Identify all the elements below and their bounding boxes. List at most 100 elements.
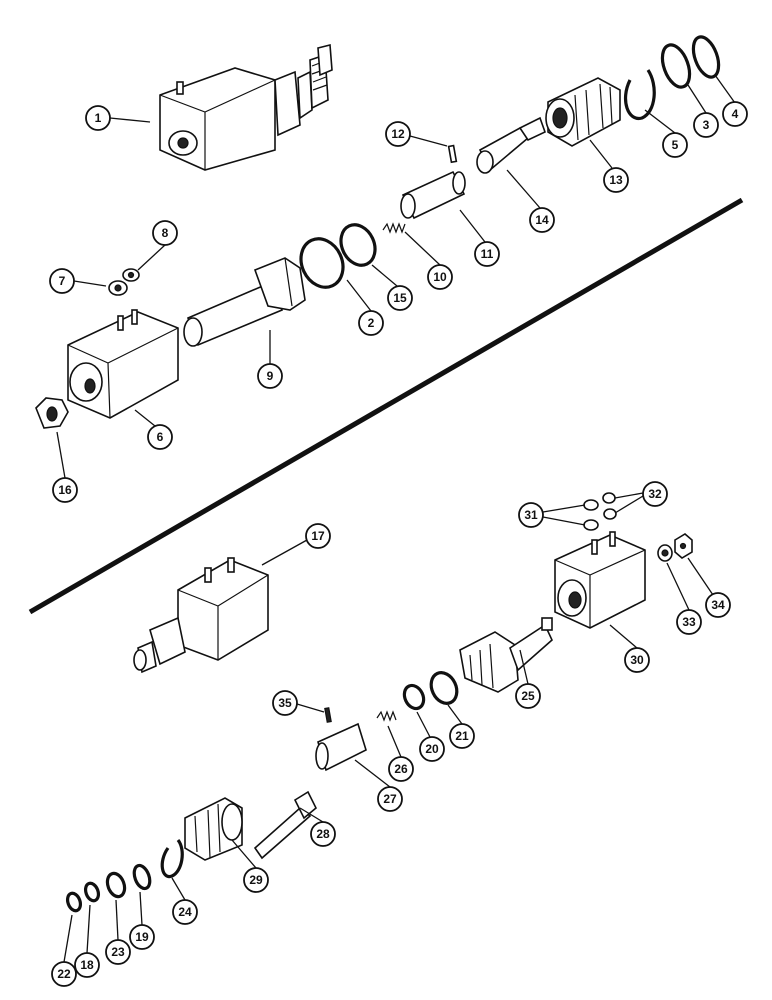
callout-31: 31	[518, 502, 544, 528]
svg-text:6: 6	[157, 430, 164, 444]
svg-text:32: 32	[648, 487, 662, 501]
callout-32: 32	[642, 481, 668, 507]
svg-text:4: 4	[732, 107, 739, 121]
callout-13: 13	[603, 167, 629, 193]
solenoid-valve-assembly-lower-part	[133, 557, 269, 674]
o-ring-2-part	[299, 237, 345, 289]
svg-text:5: 5	[672, 138, 679, 152]
nut-33-part	[657, 544, 673, 562]
svg-text:13: 13	[609, 173, 623, 187]
svg-text:20: 20	[425, 742, 439, 756]
callout-17: 17	[305, 523, 331, 549]
o-ring-21-part	[429, 671, 459, 705]
callout-14: 14	[529, 207, 555, 233]
svg-text:26: 26	[394, 762, 408, 776]
o-ring-18-part	[83, 881, 101, 903]
callout-7: 7	[49, 268, 75, 294]
tube-lower-part	[459, 617, 553, 693]
pin-12-part	[447, 144, 458, 164]
svg-text:23: 23	[111, 945, 125, 959]
callout-29: 29	[243, 867, 269, 893]
svg-text:7: 7	[59, 274, 66, 288]
callout-5: 5	[662, 132, 688, 158]
svg-text:3: 3	[703, 118, 710, 132]
nut-32-upper-part	[602, 492, 616, 504]
callout-20: 20	[419, 736, 445, 762]
callout-9: 9	[257, 363, 283, 389]
plunger-lower-part	[315, 722, 367, 772]
nut-31-upper-part	[583, 499, 599, 511]
svg-text:12: 12	[391, 127, 405, 141]
spool-body-part	[545, 77, 621, 147]
callout-26: 26	[388, 756, 414, 782]
svg-text:14: 14	[535, 213, 549, 227]
solenoid-valve-assembly-part	[159, 43, 333, 171]
svg-text:28: 28	[316, 827, 330, 841]
plunger-part	[400, 170, 466, 220]
callout-3: 3	[693, 112, 719, 138]
svg-text:8: 8	[162, 226, 169, 240]
spring-10-part	[382, 222, 406, 234]
spring-26-part	[376, 710, 397, 722]
svg-text:34: 34	[711, 598, 725, 612]
coil-lower-part	[554, 531, 646, 629]
o-ring-4-part	[691, 35, 721, 79]
leader-lines	[56, 74, 736, 963]
svg-text:27: 27	[383, 792, 397, 806]
svg-text:21: 21	[455, 729, 469, 743]
svg-text:19: 19	[135, 930, 149, 944]
callout-15: 15	[387, 285, 413, 311]
callout-16: 16	[52, 477, 78, 503]
svg-text:35: 35	[278, 696, 292, 710]
callout-28: 28	[310, 821, 336, 847]
svg-text:2: 2	[368, 316, 375, 330]
nut-8-part	[122, 268, 140, 282]
callout-27: 27	[377, 786, 403, 812]
nut-32-lower-part	[603, 508, 617, 520]
callout-12: 12	[385, 121, 411, 147]
svg-text:9: 9	[267, 369, 274, 383]
callout-10: 10	[427, 264, 453, 290]
poppet-lower-part	[253, 790, 317, 860]
snap-ring-24-part	[160, 839, 184, 879]
spool-body-lower-part	[184, 797, 243, 861]
backup-ring-3-part	[660, 43, 692, 89]
callout-6: 6	[147, 424, 173, 450]
svg-text:24: 24	[178, 905, 192, 919]
callout-11: 11	[474, 241, 500, 267]
nut-7-part	[108, 280, 128, 296]
callout-8: 8	[152, 220, 178, 246]
callout-4: 4	[722, 101, 748, 127]
backup-ring-22-part	[65, 891, 83, 913]
callout-33: 33	[676, 609, 702, 635]
o-ring-15-part	[339, 223, 377, 267]
snap-ring-5-part	[624, 69, 656, 120]
callout-22: 22	[51, 961, 77, 987]
pin-35-part	[324, 707, 332, 723]
callout-21: 21	[449, 723, 475, 749]
callout-2: 2	[358, 310, 384, 336]
callout-23: 23	[105, 939, 131, 965]
o-ring-23-part	[105, 871, 127, 899]
backup-ring-19-part	[132, 863, 152, 891]
section-divider-line	[28, 197, 744, 615]
nut-16-part	[35, 397, 69, 429]
callout-34: 34	[705, 592, 731, 618]
o-ring-20-part	[402, 683, 426, 711]
svg-text:16: 16	[58, 483, 72, 497]
svg-text:25: 25	[521, 689, 535, 703]
svg-text:33: 33	[682, 615, 696, 629]
svg-text:29: 29	[249, 873, 263, 887]
callout-24: 24	[172, 899, 198, 925]
nut-34-part	[674, 533, 693, 559]
svg-text:17: 17	[311, 529, 325, 543]
callout-30: 30	[624, 647, 650, 673]
callout-19: 19	[129, 924, 155, 950]
svg-text:30: 30	[630, 653, 644, 667]
callout-1: 1	[85, 105, 111, 131]
callout-18: 18	[74, 952, 100, 978]
svg-text:18: 18	[80, 958, 94, 972]
svg-text:22: 22	[57, 967, 71, 981]
svg-text:31: 31	[524, 508, 538, 522]
